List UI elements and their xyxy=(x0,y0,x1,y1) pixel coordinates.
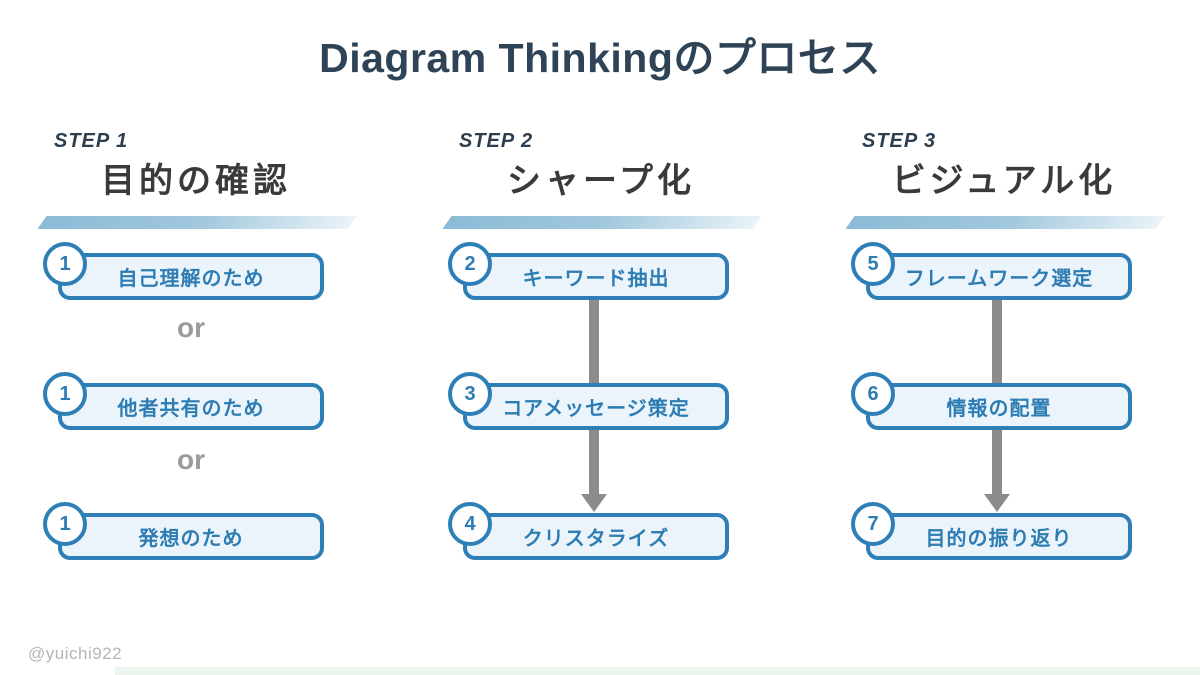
step-number-badge: 6 xyxy=(851,372,895,416)
step-3-title-wrap: ビジュアル化 xyxy=(845,154,1165,229)
process-box-label: 他者共有のため xyxy=(117,398,265,420)
arrow-down-icon xyxy=(581,494,607,512)
step-number-badge: 4 xyxy=(448,502,492,546)
process-box-crystallize: 4 クリスタライズ xyxy=(448,502,729,560)
process-box-purpose-review: 7 目的の振り返り xyxy=(851,502,1132,560)
highlight-bar xyxy=(845,216,1165,229)
highlight-bar xyxy=(442,216,762,229)
connector-line xyxy=(589,296,599,388)
step-number-badge: 2 xyxy=(448,242,492,286)
process-box-ideation: 1 発想のため xyxy=(43,502,324,560)
process-box-label: クリスタライズ xyxy=(522,528,670,550)
process-box-label: 情報の配置 xyxy=(946,398,1052,420)
connector-line xyxy=(992,296,1002,388)
step-3-label: STEP 3 xyxy=(862,130,937,152)
step-3-title: ビジュアル化 xyxy=(891,162,1117,200)
process-box-sharing-with-others: 1 他者共有のため xyxy=(43,372,324,430)
process-box-self-understanding: 1 自己理解のため xyxy=(43,242,324,300)
process-box-core-message: 3 コアメッセージ策定 xyxy=(448,372,729,430)
step-number-badge: 7 xyxy=(851,502,895,546)
process-box-label: キーワード抽出 xyxy=(522,268,670,290)
step-1-title-wrap: 目的の確認 xyxy=(37,154,357,229)
step-column-1: STEP 1 目的の確認 1 自己理解のため or 1 他者共有のため or 1… xyxy=(37,128,357,588)
step-2-title: シャープ化 xyxy=(507,162,695,200)
arrow-down-icon xyxy=(984,494,1010,512)
step-number-badge: 1 xyxy=(43,372,87,416)
step-column-3: STEP 3 ビジュアル化 5 フレームワーク選定 6 情報の配置 7 目的の振… xyxy=(845,128,1165,588)
or-separator: or xyxy=(177,312,205,343)
process-box-label: コアメッセージ策定 xyxy=(502,398,690,420)
step-column-2: STEP 2 シャープ化 2 キーワード抽出 3 コアメッセージ策定 4 クリス… xyxy=(442,128,762,588)
step-2-title-wrap: シャープ化 xyxy=(442,154,762,229)
step-number-badge: 1 xyxy=(43,502,87,546)
step-1-label: STEP 1 xyxy=(54,130,129,152)
process-box-label: 目的の振り返り xyxy=(925,528,1073,550)
author-handle: @yuichi922 xyxy=(28,644,123,663)
process-box-information-layout: 6 情報の配置 xyxy=(851,372,1132,430)
page-title: Diagram Thinkingのプロセス xyxy=(319,35,881,81)
step-1-title: 目的の確認 xyxy=(101,162,291,200)
step-number-badge: 1 xyxy=(43,242,87,286)
process-box-label: フレームワーク選定 xyxy=(904,268,1094,290)
process-box-framework-selection: 5 フレームワーク選定 xyxy=(851,242,1132,300)
connector-line xyxy=(992,426,1002,496)
step-number-badge: 3 xyxy=(448,372,492,416)
process-box-label: 自己理解のため xyxy=(117,268,265,290)
bottom-accent-strip xyxy=(115,667,1200,675)
step-2-label: STEP 2 xyxy=(459,130,534,152)
process-box-label: 発想のため xyxy=(138,528,244,550)
step-number-badge: 5 xyxy=(851,242,895,286)
highlight-bar xyxy=(37,216,357,229)
or-separator: or xyxy=(177,444,205,475)
process-box-keyword-extraction: 2 キーワード抽出 xyxy=(448,242,729,300)
connector-line xyxy=(589,426,599,496)
